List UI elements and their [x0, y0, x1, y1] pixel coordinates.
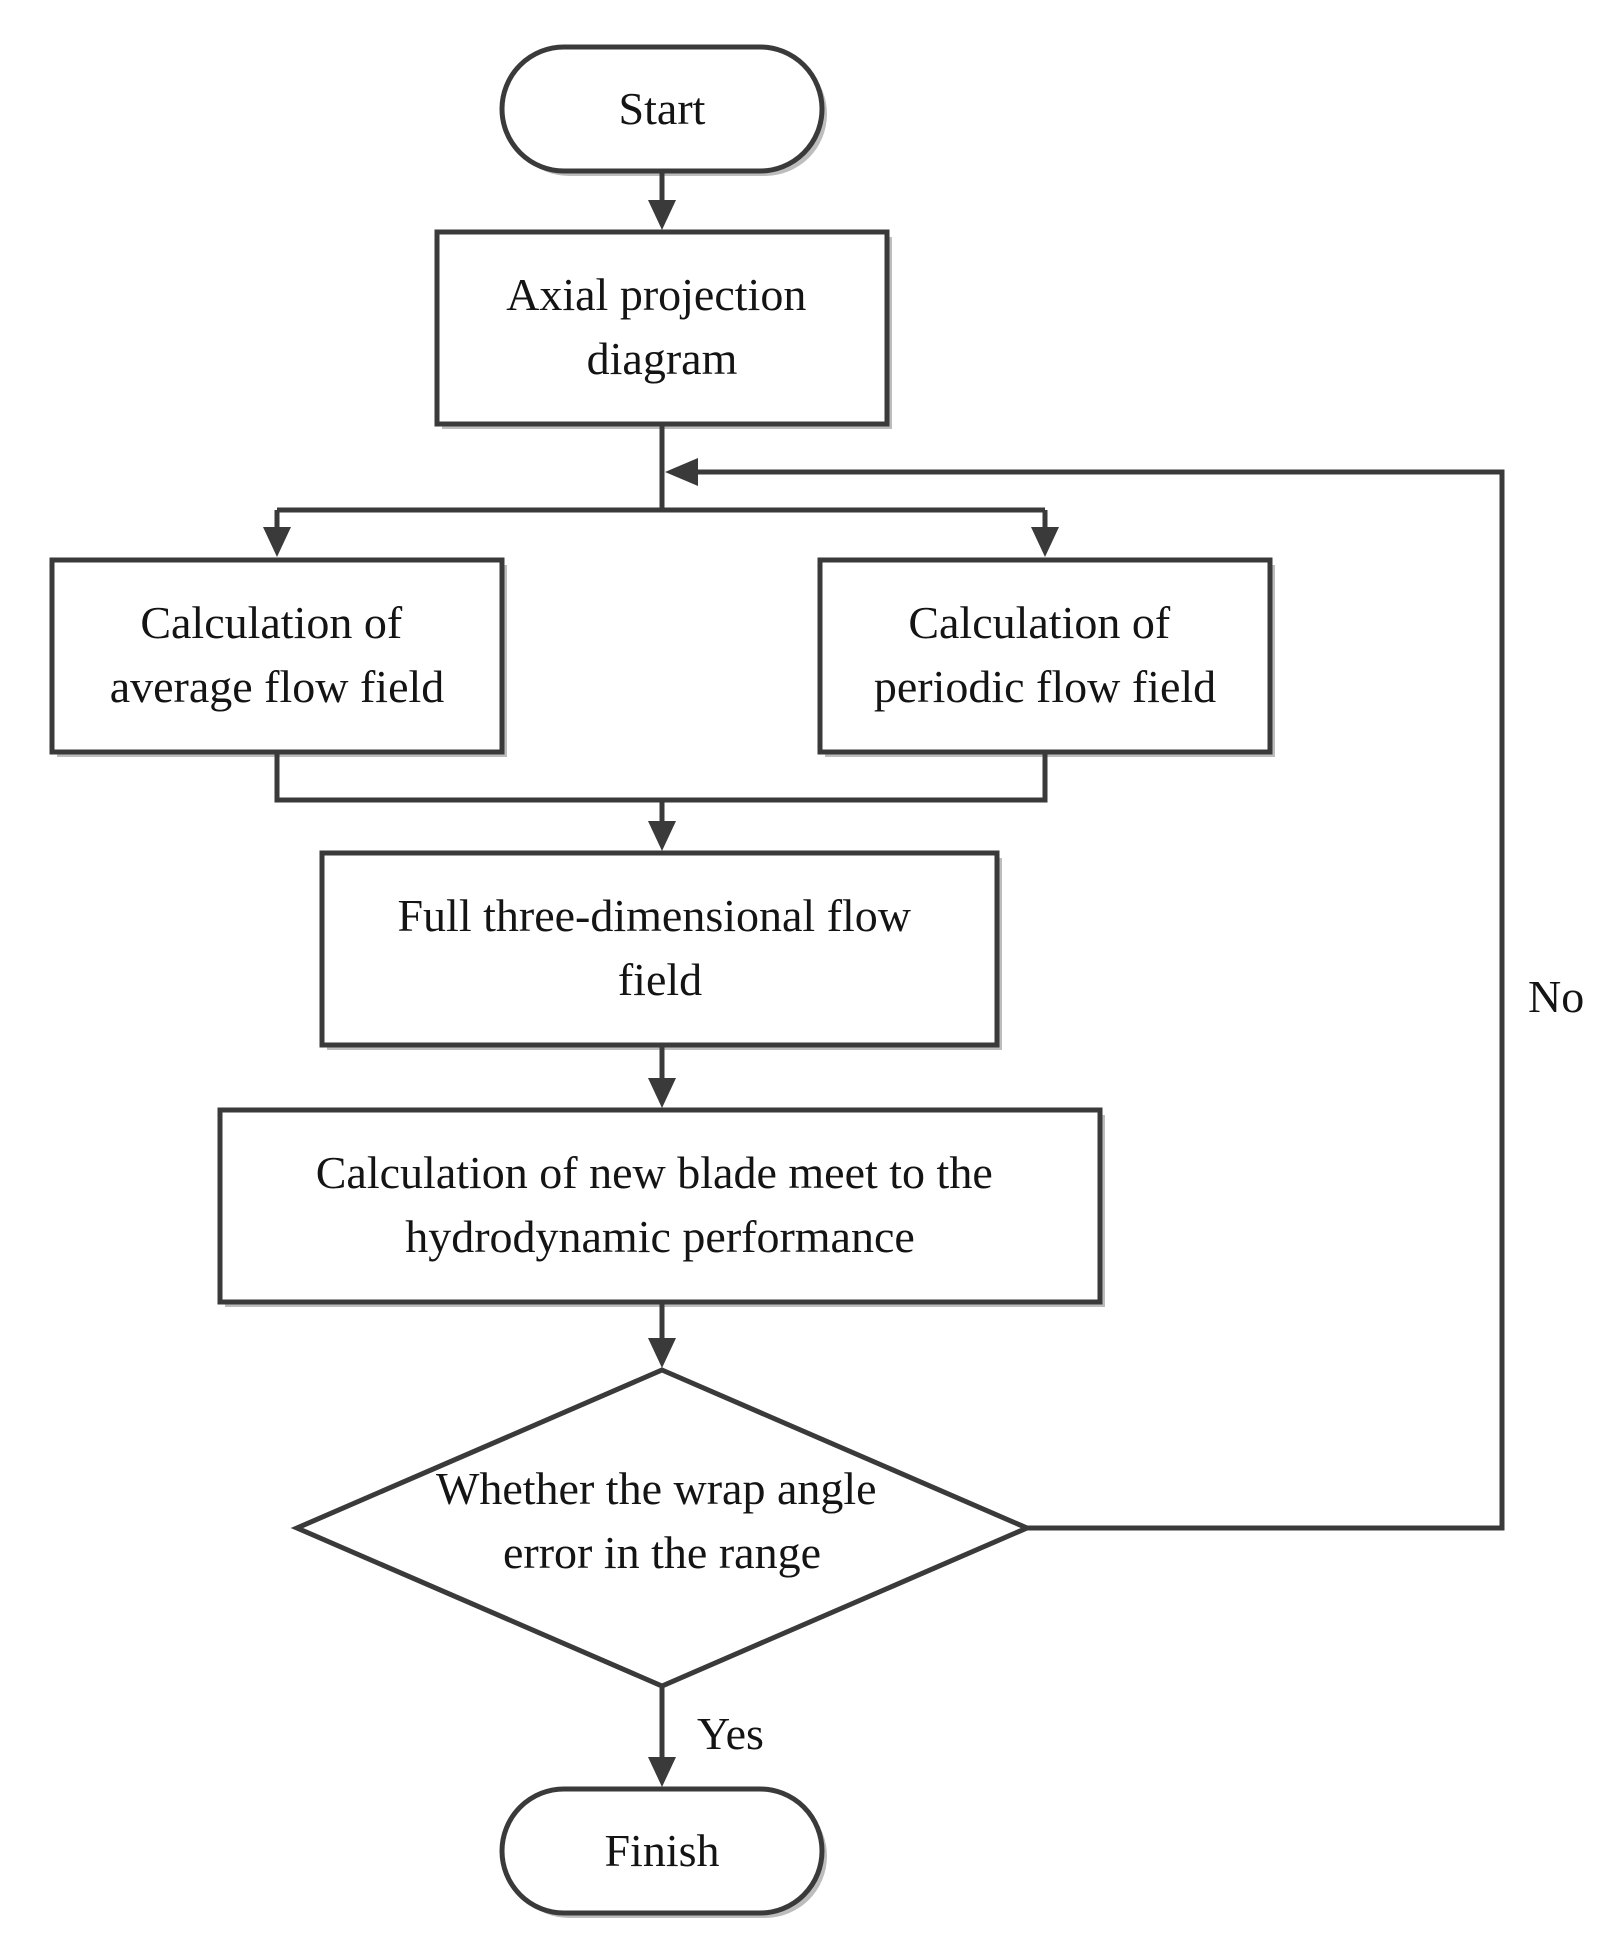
finish-node-line-1: Finish — [604, 1825, 719, 1876]
edge-label-yes: Yes — [697, 1708, 764, 1759]
decision-line-1: Whether the wrap angle — [436, 1463, 877, 1514]
new-blade-line-1: Calculation of new blade meet to the — [316, 1147, 993, 1198]
arrowhead-finish — [648, 1757, 676, 1787]
arrowhead-newblade — [648, 1078, 676, 1108]
periodic-flow-line-1: Calculation of — [908, 597, 1171, 648]
axial-projection-line-2: diagram — [587, 333, 738, 384]
arrowhead-full3d — [648, 821, 676, 851]
finish-node-label: Finish — [604, 1825, 719, 1876]
full-3d-flow-line-1: Full three-dimensional flow — [397, 890, 911, 941]
new-blade-box: Calculation of new blade meet to the hyd… — [217, 1107, 1105, 1307]
connector-decision-loop — [693, 469, 1505, 1531]
edge-label-no: No — [1528, 971, 1584, 1022]
arrowhead-loop — [665, 458, 698, 486]
decision-label: Whether the wrap angle error in the rang… — [436, 1463, 888, 1578]
arrowhead-axial — [648, 200, 676, 230]
wrap-angle-decision: Whether the wrap angle error in the rang… — [290, 1367, 1034, 1689]
full-3d-flow-box: Full three-dimensional flow field — [319, 850, 1002, 1050]
full-3d-flow-label: Full three-dimensional flow field — [397, 890, 922, 1005]
average-flow-line-1: Calculation of — [140, 597, 403, 648]
arrowhead-average — [263, 527, 291, 557]
axial-projection-label: Axial projection diagram — [506, 269, 818, 384]
connectors — [263, 171, 1505, 1787]
start-node: Start — [499, 44, 827, 176]
axial-projection-box: Axial projection diagram — [434, 229, 892, 429]
axial-projection-line-1: Axial projection — [506, 269, 806, 320]
new-blade-line-2: hydrodynamic performance — [405, 1211, 915, 1262]
average-flow-line-2: average flow field — [110, 661, 445, 712]
decision-line-2: error in the range — [503, 1527, 821, 1578]
periodic-flow-label: Calculation of periodic flow field — [874, 597, 1216, 712]
new-blade-label: Calculation of new blade meet to the hyd… — [316, 1147, 1005, 1262]
full-3d-flow-line-2: field — [618, 954, 702, 1005]
average-flow-box: Calculation of average flow field — [49, 557, 507, 757]
connector-average-merge — [274, 752, 1048, 803]
start-node-label: Start — [619, 83, 706, 134]
arrowhead-periodic — [1031, 527, 1059, 557]
periodic-flow-line-2: periodic flow field — [874, 661, 1216, 712]
finish-node: Finish — [499, 1786, 827, 1918]
periodic-flow-box: Calculation of periodic flow field — [817, 557, 1275, 757]
average-flow-label: Calculation of average flow field — [110, 597, 445, 712]
arrowhead-decision — [648, 1338, 676, 1368]
start-node-line-1: Start — [619, 83, 706, 134]
